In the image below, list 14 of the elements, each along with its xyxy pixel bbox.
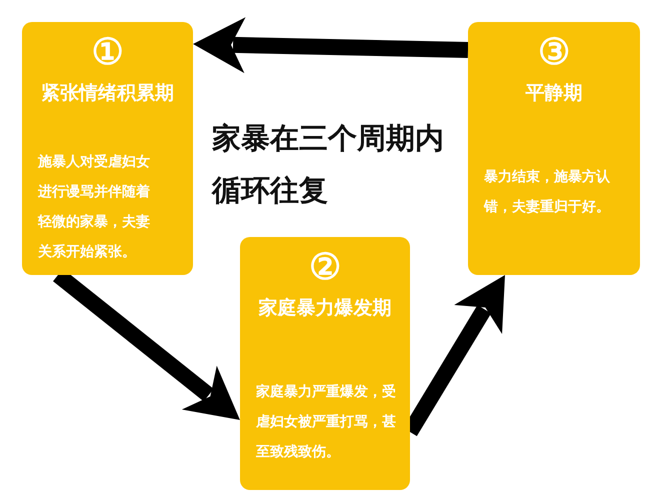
step-number: ② bbox=[308, 247, 342, 287]
title: 家暴在三个周期内循环往复 bbox=[212, 120, 445, 209]
stage-heading: 家庭暴力爆发期 bbox=[258, 296, 392, 321]
stage-heading: 平静期 bbox=[524, 81, 584, 106]
arrow bbox=[193, 17, 468, 74]
stage-description: 施暴人对受虐妇女进行谩骂并伴随着轻微的家暴，夫妻关系开始紧张。 bbox=[38, 153, 151, 262]
step-number: ③ bbox=[537, 32, 571, 72]
step-number: ① bbox=[90, 32, 124, 72]
stage-card bbox=[22, 22, 193, 275]
stage-card bbox=[240, 237, 410, 490]
stage-heading: 紧张情绪积累期 bbox=[40, 81, 175, 106]
stage-description: 家庭暴力严重爆发，受虐妇女被严重打骂，甚至致残致伤。 bbox=[256, 382, 396, 462]
stage-card bbox=[468, 22, 640, 275]
stage-description: 暴力结束，施暴方认错，夫妻重归于好。 bbox=[484, 168, 611, 217]
